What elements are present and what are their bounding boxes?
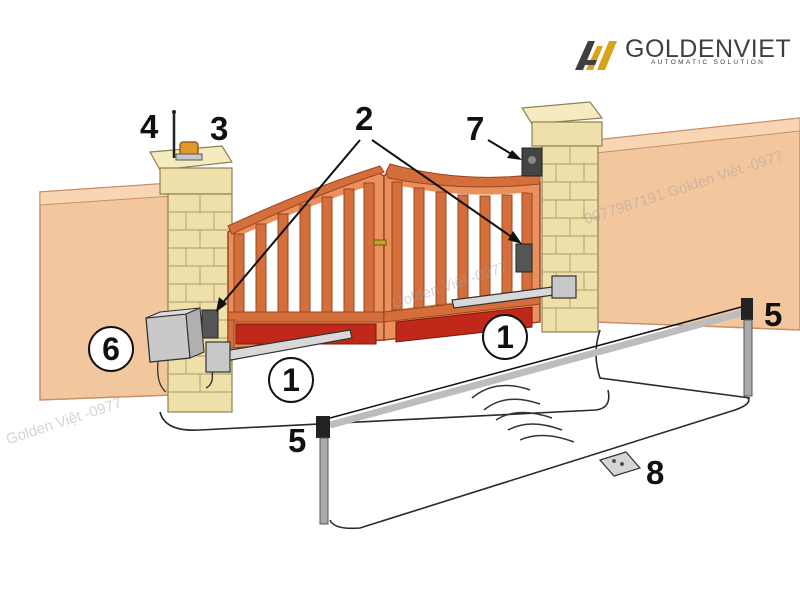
right-pillar (520, 101, 604, 333)
callout-flashing-light: 3 (210, 110, 229, 147)
arrow-heads (216, 150, 522, 312)
callout-photocell-right: 5 (764, 296, 783, 333)
photocell-left (316, 416, 330, 525)
antenna (172, 110, 176, 158)
arm-motor-right (451, 275, 577, 309)
callout-antenna: 4 (140, 108, 159, 145)
gate-leaf-left (227, 165, 385, 349)
brand-name: GOLDENVIET (625, 35, 792, 63)
callout-arm-motor-left: 1 (268, 357, 314, 403)
callout-photocell-left: 5 (288, 422, 307, 459)
callout-key-selector: 7 (466, 110, 485, 147)
photocell-right (741, 298, 753, 397)
junction-box-right (515, 243, 533, 273)
ground-cables (159, 329, 751, 530)
boundary-wall-right (595, 117, 800, 331)
callout-remote-control: 8 (646, 454, 665, 491)
brand-logo: GOLDENVIET AUTOMATIC SOLUTION (573, 35, 792, 76)
remote-control (598, 451, 642, 477)
key-selector (521, 147, 543, 177)
flashing-light (175, 141, 203, 161)
photocell-beam (329, 305, 746, 429)
junction-box-left (201, 309, 219, 339)
callout-arm-motor-right: 1 (482, 314, 528, 360)
control-unit-box (145, 307, 205, 393)
callout-junction-box: 2 (355, 100, 374, 137)
logo-mark-icon (575, 41, 617, 70)
callout-control-unit: 6 (88, 326, 134, 372)
brand-tagline: AUTOMATIC SOLUTION (651, 59, 766, 66)
gate-leaf-right (373, 163, 541, 343)
remote-signal-arcs (471, 384, 575, 443)
arm-motor-left (205, 329, 353, 389)
